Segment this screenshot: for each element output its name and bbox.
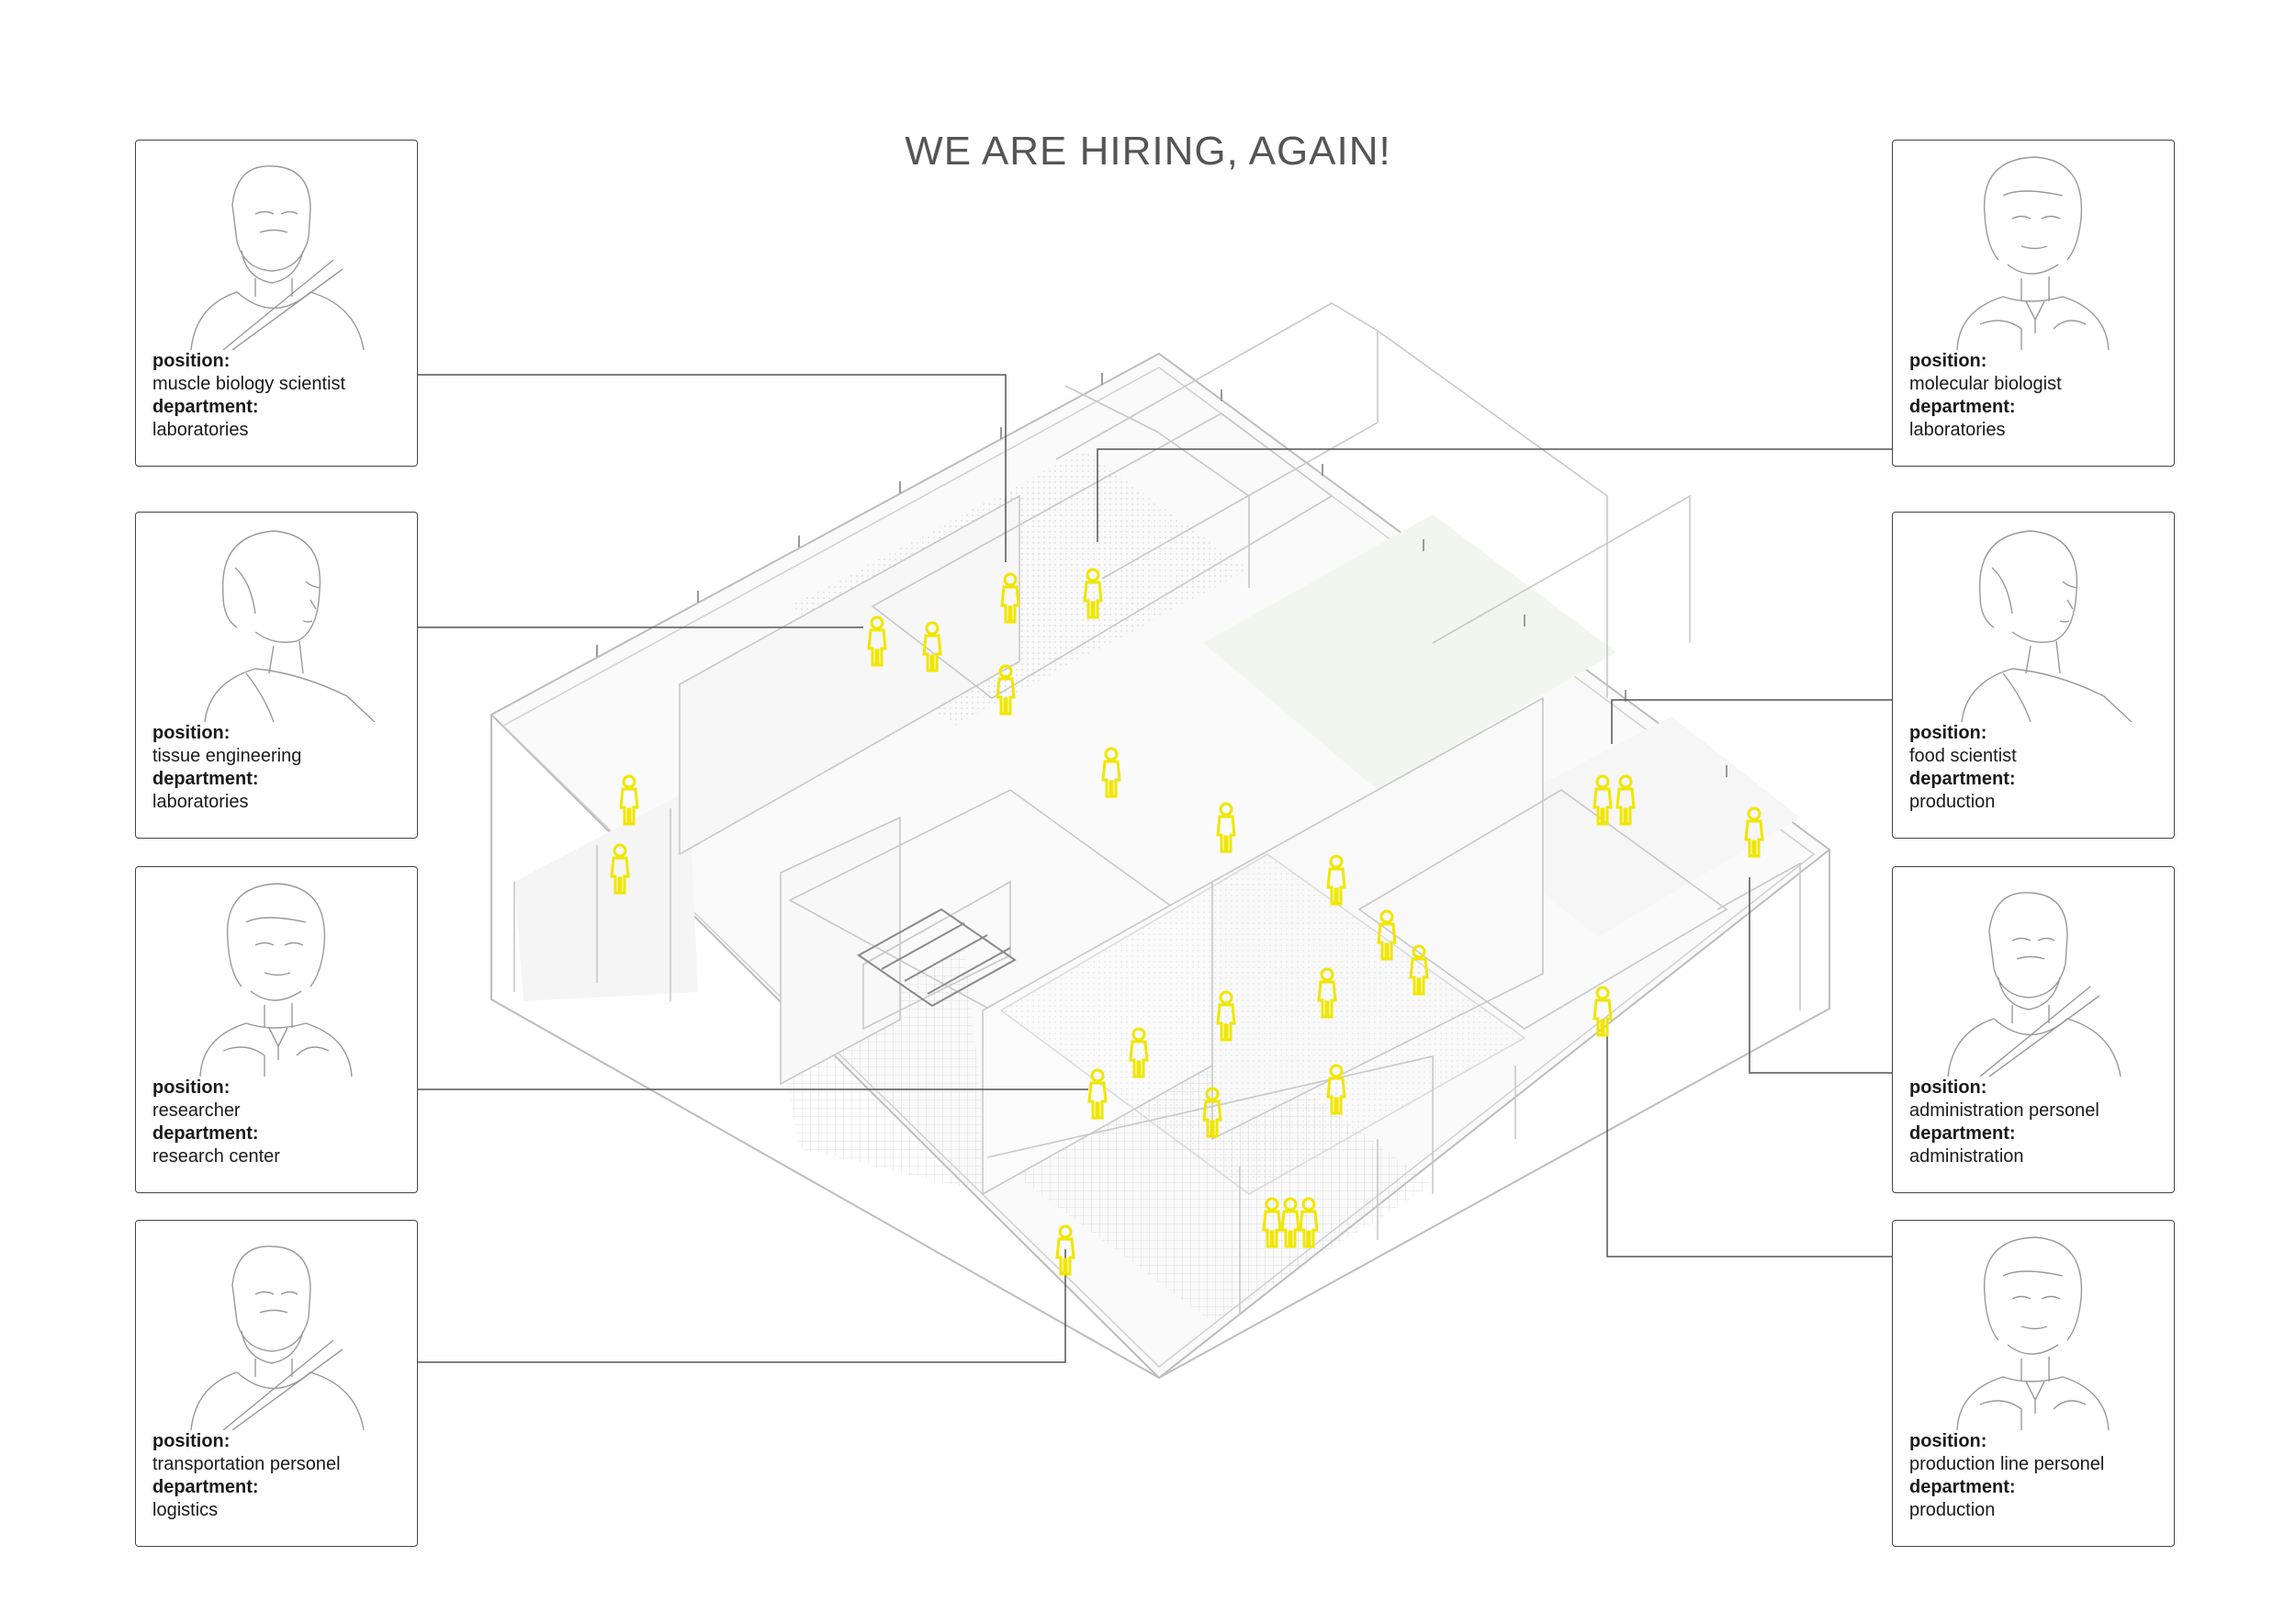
job-card-transportation-personel: position: transportation personel depart… xyxy=(135,1220,418,1547)
department-value: administration xyxy=(1909,1146,2024,1167)
job-card-molecular-biologist: position: molecular biologist department… xyxy=(1892,140,2175,467)
woman-holding-cup-portrait-icon xyxy=(199,883,353,1077)
woman-side-profile-portrait-icon xyxy=(1961,530,2133,722)
position-label: position: xyxy=(1909,1077,1987,1098)
department-value: production xyxy=(1909,792,1996,812)
leader-lines xyxy=(418,374,1892,1363)
position-value: researcher xyxy=(152,1100,241,1121)
man-with-strap-portrait-icon xyxy=(1947,892,2122,1077)
department-label: department: xyxy=(152,769,259,789)
skylight-frame xyxy=(857,908,1017,1008)
position-value: transportation personel xyxy=(152,1454,341,1474)
position-value: production line personel xyxy=(1909,1454,2105,1474)
position-value: administration personel xyxy=(1909,1100,2099,1121)
job-card-tissue-engineering: position: tissue engineering department:… xyxy=(135,512,418,839)
woman-holding-cup-portrait-icon xyxy=(1956,1236,2110,1430)
department-label: department: xyxy=(1909,769,2016,789)
woman-holding-cup-portrait-icon xyxy=(1956,156,2110,350)
department-value: logistics xyxy=(152,1500,219,1520)
job-card-food-scientist: position: food scientist department: pro… xyxy=(1892,512,2175,839)
position-value: muscle biology scientist xyxy=(152,374,346,394)
position-label: position: xyxy=(152,1077,231,1098)
job-card-administration-personel: position: administration personel depart… xyxy=(1892,866,2175,1193)
position-label: position: xyxy=(152,723,231,743)
department-value: laboratories xyxy=(152,792,249,812)
department-label: department: xyxy=(1909,1123,2016,1144)
department-value: laboratories xyxy=(1909,420,2006,440)
department-value: laboratories xyxy=(152,420,249,440)
department-label: department: xyxy=(1909,1477,2016,1497)
department-value: research center xyxy=(152,1146,280,1167)
job-card-muscle-biology-scientist: position: muscle biology scientist depar… xyxy=(135,140,418,467)
position-value: molecular biologist xyxy=(1909,374,2062,394)
position-value: food scientist xyxy=(1909,746,2017,766)
man-with-strap-portrait-icon xyxy=(190,165,365,350)
position-value: tissue engineering xyxy=(152,746,302,766)
department-value: production xyxy=(1909,1500,1996,1520)
page-title: WE ARE HIRING, AGAIN! xyxy=(905,129,1391,174)
department-label: department: xyxy=(1909,397,2016,417)
position-label: position: xyxy=(152,351,231,371)
interior-walls xyxy=(513,302,1801,1314)
department-label: department: xyxy=(152,1123,259,1144)
roof-column-ticks xyxy=(596,373,1728,777)
department-label: department: xyxy=(152,397,259,417)
job-card-production-line-personel: position: production line personel depar… xyxy=(1892,1220,2175,1547)
man-with-strap-portrait-icon xyxy=(190,1246,365,1430)
job-card-researcher: position: researcher department: researc… xyxy=(135,866,418,1193)
department-label: department: xyxy=(152,1477,259,1497)
position-label: position: xyxy=(152,1431,231,1451)
position-label: position: xyxy=(1909,723,1987,743)
position-label: position: xyxy=(1909,351,1987,371)
woman-side-profile-portrait-icon xyxy=(204,530,376,722)
position-label: position: xyxy=(1909,1431,1987,1451)
